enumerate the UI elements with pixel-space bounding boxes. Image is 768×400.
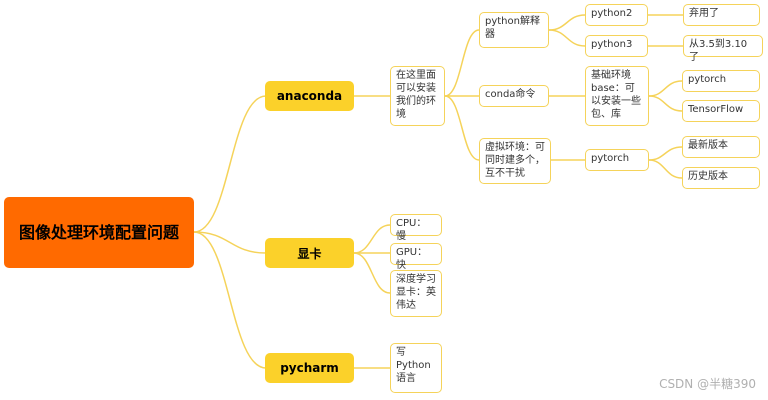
- tensorflow-package-node: TensorFlow: [682, 100, 760, 122]
- python2-node: python2: [585, 4, 648, 26]
- python-language-node: 写Python语言: [390, 343, 442, 393]
- python2-note: 弃用了: [683, 4, 760, 26]
- branch-anaconda: anaconda: [265, 81, 354, 111]
- deep-learning-gpu-node: 深度学习显卡：英伟达: [390, 270, 442, 317]
- conda-command-node: conda命令: [479, 85, 549, 107]
- cpu-node: CPU：慢: [390, 214, 442, 242]
- base-env-node: 基础环境base：可以安装一些包、库: [585, 66, 649, 126]
- anaconda-description: 在这里面可以安装我们的环境: [390, 66, 445, 126]
- branch-gpu: 显卡: [265, 238, 354, 268]
- pytorch-package-node: pytorch: [682, 70, 760, 92]
- virtual-env-node: 虚拟环境：可同时建多个，互不干扰: [479, 138, 551, 184]
- python3-node: python3: [585, 35, 648, 57]
- gpu-node: GPU：快: [390, 243, 442, 271]
- python-interpreter-node: python解释器: [479, 12, 549, 48]
- history-version-node: 历史版本: [682, 167, 760, 189]
- python3-note: 从3.5到3.10了: [683, 35, 763, 63]
- watermark-text: CSDN @半糖390: [659, 377, 756, 391]
- branch-pycharm: pycharm: [265, 353, 354, 383]
- root-node: 图像处理环境配置问题: [4, 197, 194, 268]
- pytorch-env-node: pytorch: [585, 149, 649, 171]
- latest-version-node: 最新版本: [682, 136, 760, 158]
